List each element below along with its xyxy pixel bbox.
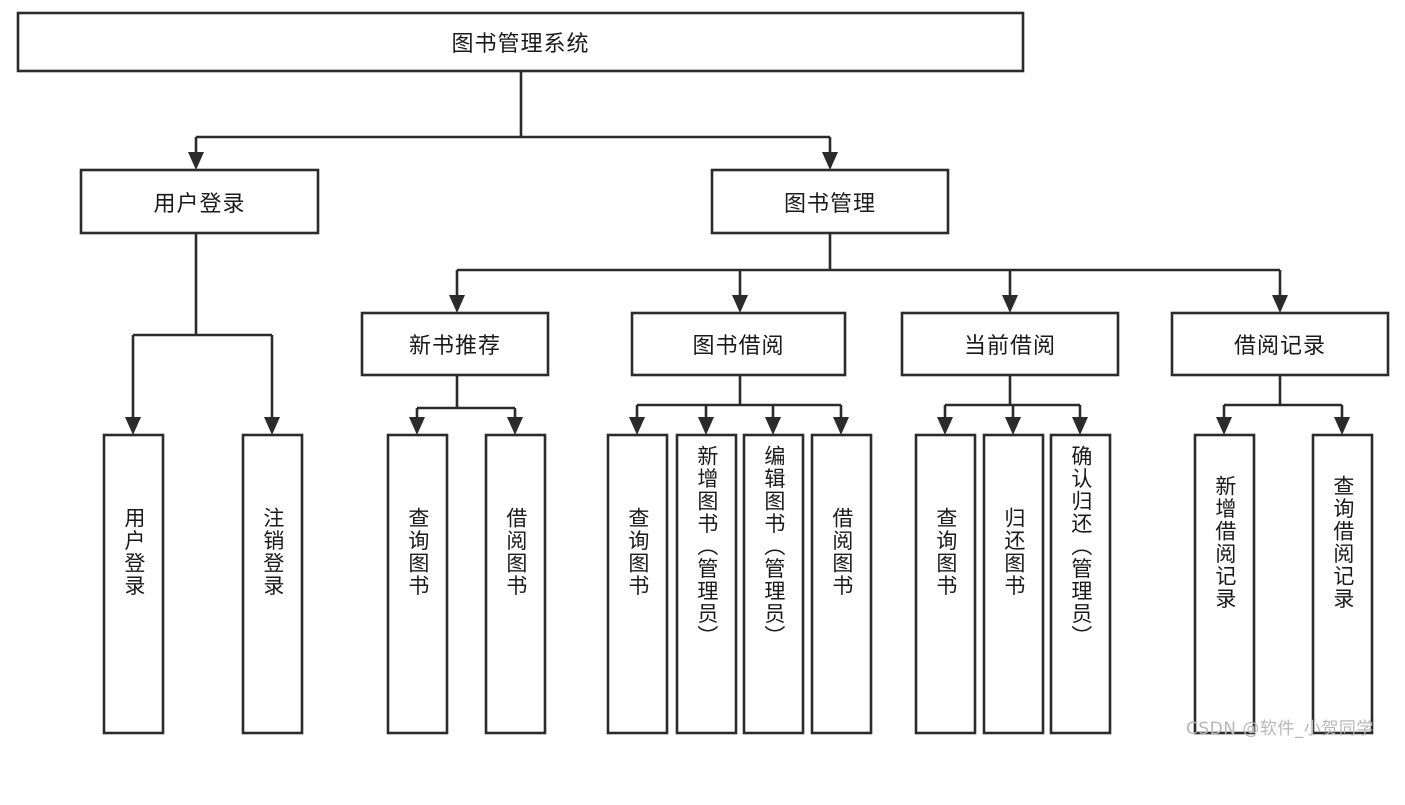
arrow-new-book-to-leaf-1 xyxy=(409,417,425,435)
node-leaf-book-borrow-1-box[interactable] xyxy=(606,433,669,735)
node-leaf-new-book-1-box[interactable] xyxy=(386,433,449,735)
node-leaf-current-borrow-2-box[interactable] xyxy=(982,433,1045,735)
node-leaf-user-login-2-box[interactable] xyxy=(241,433,304,735)
node-leaf-borrow-record-1-box[interactable] xyxy=(1193,433,1256,735)
node-current-borrow-box[interactable] xyxy=(900,311,1120,377)
arrow-root-to-user-login xyxy=(188,152,204,170)
arrow-user-login-to-leaf-2 xyxy=(264,417,280,435)
node-borrow-record-box[interactable] xyxy=(1170,311,1390,377)
arrow-new-book-to-leaf-2 xyxy=(507,417,523,435)
arrow-book-manage-to-l3-2 xyxy=(732,295,748,313)
arrow-book-borrow-to-leaf-3 xyxy=(765,417,781,435)
edge-group-book-manage-children xyxy=(449,233,1288,313)
arrow-book-manage-to-l3-3 xyxy=(1002,295,1018,313)
node-leaf-user-login-1-box[interactable] xyxy=(102,433,165,735)
arrow-borrow-record-to-leaf-2 xyxy=(1334,417,1350,435)
node-leaf-book-borrow-2-box[interactable] xyxy=(675,433,738,735)
arrow-current-borrow-to-leaf-1 xyxy=(937,417,953,435)
node-user-login-box[interactable] xyxy=(79,168,320,235)
arrow-book-manage-to-l3-1 xyxy=(449,295,465,313)
arrow-book-borrow-to-leaf-1 xyxy=(629,417,645,435)
node-leaf-new-book-2-box[interactable] xyxy=(484,433,547,735)
arrow-book-borrow-to-leaf-4 xyxy=(833,417,849,435)
arrow-book-borrow-to-leaf-2 xyxy=(698,417,714,435)
edge-group-current-borrow-children xyxy=(937,375,1088,435)
arrow-current-borrow-to-leaf-2 xyxy=(1005,417,1021,435)
node-leaf-current-borrow-1-box[interactable] xyxy=(914,433,977,735)
watermark-text: CSDN @软件_小贺同学 xyxy=(1186,719,1374,739)
arrow-current-borrow-to-leaf-3 xyxy=(1072,417,1088,435)
edge-group-root-to-level2 xyxy=(188,71,838,170)
node-book-borrow-box[interactable] xyxy=(630,311,847,377)
edge-group-borrow-record-children xyxy=(1216,375,1350,435)
diagram-canvas: 图书管理系统 用户登录 图书管理 新书推荐 图书借阅 当前借阅 借阅记录 用户登… xyxy=(16,11,1390,739)
node-leaf-borrow-record-2-box[interactable] xyxy=(1311,433,1374,735)
edge-group-book-borrow-children xyxy=(629,375,849,435)
node-leaf-current-borrow-3-box[interactable] xyxy=(1049,433,1112,735)
edge-group-new-book-children xyxy=(409,375,523,435)
node-new-book-recommend-box[interactable] xyxy=(360,311,550,377)
arrow-borrow-record-to-leaf-1 xyxy=(1216,417,1232,435)
arrow-root-to-book-manage xyxy=(822,152,838,170)
arrow-book-manage-to-l3-4 xyxy=(1272,295,1288,313)
arrow-user-login-to-leaf-1 xyxy=(125,417,141,435)
edge-group-user-login-children xyxy=(125,233,280,435)
node-leaf-book-borrow-4-box[interactable] xyxy=(810,433,873,735)
node-book-manage-box[interactable] xyxy=(710,168,950,235)
node-leaf-book-borrow-3-box[interactable] xyxy=(742,433,805,735)
node-root-box[interactable] xyxy=(16,11,1025,73)
hierarchy-diagram-svg xyxy=(16,11,1390,735)
